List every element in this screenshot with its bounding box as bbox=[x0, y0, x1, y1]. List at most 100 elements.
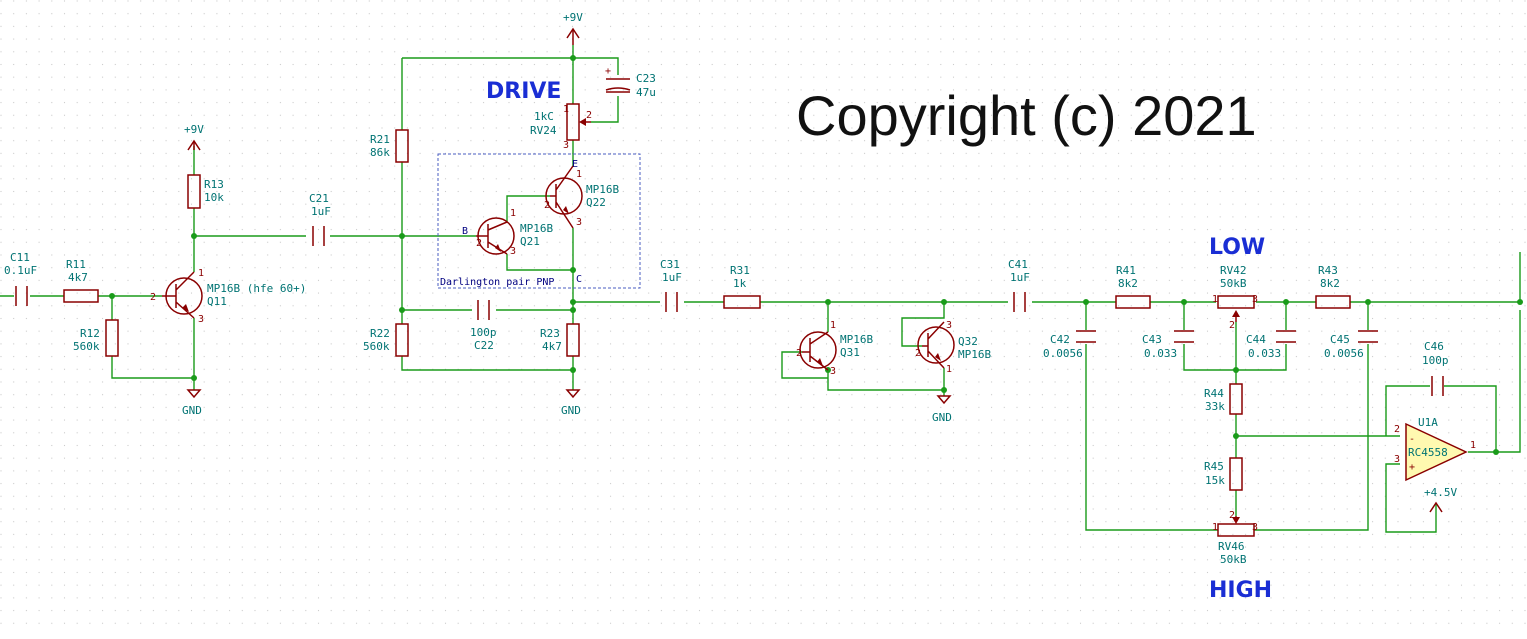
potentiometer-rv42[interactable]: 1 3 2 RV42 50kB bbox=[1212, 264, 1258, 331]
svg-text:R11: R11 bbox=[66, 258, 86, 271]
svg-text:C43: C43 bbox=[1142, 333, 1162, 346]
svg-text:Q32: Q32 bbox=[958, 335, 978, 348]
svg-text:C45: C45 bbox=[1330, 333, 1350, 346]
svg-text:R43: R43 bbox=[1318, 264, 1338, 277]
svg-text:2: 2 bbox=[915, 348, 921, 359]
svg-text:560k: 560k bbox=[363, 340, 390, 353]
net-label-c: C bbox=[576, 274, 582, 285]
svg-text:C46: C46 bbox=[1424, 340, 1444, 353]
svg-text:3: 3 bbox=[563, 140, 569, 151]
resistor-r12[interactable]: R12 560k bbox=[73, 319, 119, 357]
svg-text:50kB: 50kB bbox=[1220, 553, 1247, 566]
capacitor-c42[interactable]: C42 0.0056 bbox=[1043, 330, 1096, 360]
svg-text:0.033: 0.033 bbox=[1144, 347, 1177, 360]
capacitor-c45[interactable]: C45 0.0056 bbox=[1324, 330, 1378, 360]
svg-text:Q31: Q31 bbox=[840, 346, 860, 359]
opamp-u1a[interactable]: - + 2 3 1 U1A RC4558 bbox=[1394, 416, 1476, 482]
svg-text:R44: R44 bbox=[1204, 387, 1224, 400]
svg-text:47u: 47u bbox=[636, 86, 656, 99]
svg-text:2: 2 bbox=[586, 110, 592, 121]
potentiometer-rv24[interactable]: 1 2 3 1kC RV24 bbox=[530, 103, 592, 151]
gnd-drive: GND bbox=[561, 389, 581, 417]
svg-text:GND: GND bbox=[561, 404, 581, 417]
heading-low: LOW bbox=[1209, 235, 1265, 260]
svg-text:86k: 86k bbox=[370, 146, 390, 159]
resistor-r41[interactable]: R41 8k2 bbox=[1115, 264, 1151, 309]
capacitor-c11[interactable]: C11 0.1uF bbox=[4, 251, 37, 306]
transistor-q32[interactable]: 2 3 1 Q32 MP16B bbox=[915, 320, 991, 375]
svg-text:3: 3 bbox=[198, 314, 204, 325]
svg-text:1: 1 bbox=[1470, 440, 1476, 451]
transistor-q11[interactable]: 2 1 3 MP16B (hfe 60+) Q11 bbox=[150, 268, 306, 325]
svg-text:8k2: 8k2 bbox=[1118, 277, 1138, 290]
gnd-buffer: GND bbox=[932, 395, 952, 424]
svg-text:10k: 10k bbox=[204, 191, 224, 204]
svg-text:2: 2 bbox=[1394, 424, 1400, 435]
svg-text:C41: C41 bbox=[1008, 258, 1028, 271]
resistor-r43[interactable]: R43 8k2 bbox=[1315, 264, 1351, 309]
svg-text:100p: 100p bbox=[1422, 354, 1449, 367]
resistor-r22[interactable]: R22 560k bbox=[363, 323, 409, 357]
svg-text:50kB: 50kB bbox=[1220, 277, 1247, 290]
capacitor-c41[interactable]: C41 1uF bbox=[1008, 258, 1030, 312]
resistor-r13[interactable]: R13 10k bbox=[187, 174, 224, 209]
svg-text:2: 2 bbox=[544, 200, 550, 211]
svg-text:1: 1 bbox=[830, 320, 836, 331]
svg-text:C44: C44 bbox=[1246, 333, 1266, 346]
svg-text:4k7: 4k7 bbox=[542, 340, 562, 353]
svg-text:33k: 33k bbox=[1205, 400, 1225, 413]
gnd-q11: GND bbox=[182, 389, 202, 417]
svg-text:3: 3 bbox=[1252, 522, 1258, 533]
transistor-q22[interactable]: 2 1 3 MP16B Q22 bbox=[544, 165, 619, 229]
resistor-r31[interactable]: R31 1k bbox=[723, 264, 761, 309]
svg-text:1: 1 bbox=[1212, 294, 1218, 305]
svg-text:C23: C23 bbox=[636, 72, 656, 85]
resistor-r21[interactable]: R21 86k bbox=[370, 129, 409, 163]
svg-text:C42: C42 bbox=[1050, 333, 1070, 346]
svg-text:1kC: 1kC bbox=[534, 110, 554, 123]
svg-text:C31: C31 bbox=[660, 258, 680, 271]
svg-text:Q22: Q22 bbox=[586, 196, 606, 209]
transistor-q31[interactable]: 2 1 3 MP16B Q31 bbox=[796, 320, 873, 377]
svg-text:C21: C21 bbox=[309, 192, 329, 205]
svg-text:1: 1 bbox=[510, 208, 516, 219]
svg-text:+4.5V: +4.5V bbox=[1424, 486, 1457, 499]
svg-text:2: 2 bbox=[150, 292, 156, 303]
svg-text:560k: 560k bbox=[73, 340, 100, 353]
capacitor-c44[interactable]: C44 0.033 bbox=[1246, 330, 1296, 360]
svg-text:MP16B (hfe 60+): MP16B (hfe 60+) bbox=[207, 282, 306, 295]
capacitor-c21[interactable]: C21 1uF bbox=[309, 192, 331, 246]
svg-text:MP16B: MP16B bbox=[840, 333, 873, 346]
resistor-r23[interactable]: R23 4k7 bbox=[540, 323, 580, 357]
svg-text:R13: R13 bbox=[204, 178, 224, 191]
svg-text:RV42: RV42 bbox=[1220, 264, 1247, 277]
transistor-q21[interactable]: 2 1 3 MP16B Q21 bbox=[476, 208, 553, 257]
svg-text:+9V: +9V bbox=[563, 11, 583, 24]
svg-text:0.0056: 0.0056 bbox=[1043, 347, 1083, 360]
svg-text:1uF: 1uF bbox=[1010, 271, 1030, 284]
svg-text:1k: 1k bbox=[733, 277, 747, 290]
capacitor-c31[interactable]: C31 1uF bbox=[660, 258, 682, 312]
capacitor-c22[interactable]: 100p C22 bbox=[470, 300, 497, 352]
svg-text:1uF: 1uF bbox=[662, 271, 682, 284]
svg-text:2: 2 bbox=[1229, 510, 1235, 521]
svg-text:R41: R41 bbox=[1116, 264, 1136, 277]
svg-text:-: - bbox=[1409, 434, 1415, 445]
resistor-r45[interactable]: R45 15k bbox=[1204, 457, 1243, 491]
svg-text:3: 3 bbox=[830, 366, 836, 377]
capacitor-c46[interactable]: C46 100p bbox=[1422, 340, 1449, 396]
svg-text:GND: GND bbox=[182, 404, 202, 417]
potentiometer-rv46[interactable]: 1 3 2 RV46 50kB bbox=[1212, 510, 1258, 566]
capacitor-c23[interactable]: + C23 47u bbox=[605, 66, 656, 99]
capacitor-c43[interactable]: C43 0.033 bbox=[1142, 330, 1194, 360]
resistor-r11[interactable]: R11 4k7 bbox=[63, 258, 99, 303]
svg-text:1: 1 bbox=[563, 104, 569, 115]
svg-text:MP16B: MP16B bbox=[520, 222, 553, 235]
resistor-r44[interactable]: R44 33k bbox=[1204, 383, 1243, 415]
svg-text:MP16B: MP16B bbox=[958, 348, 991, 361]
svg-text:1: 1 bbox=[1212, 522, 1218, 533]
copyright-text: Copyright (c) 2021 bbox=[796, 84, 1257, 147]
svg-text:RV24: RV24 bbox=[530, 124, 557, 137]
